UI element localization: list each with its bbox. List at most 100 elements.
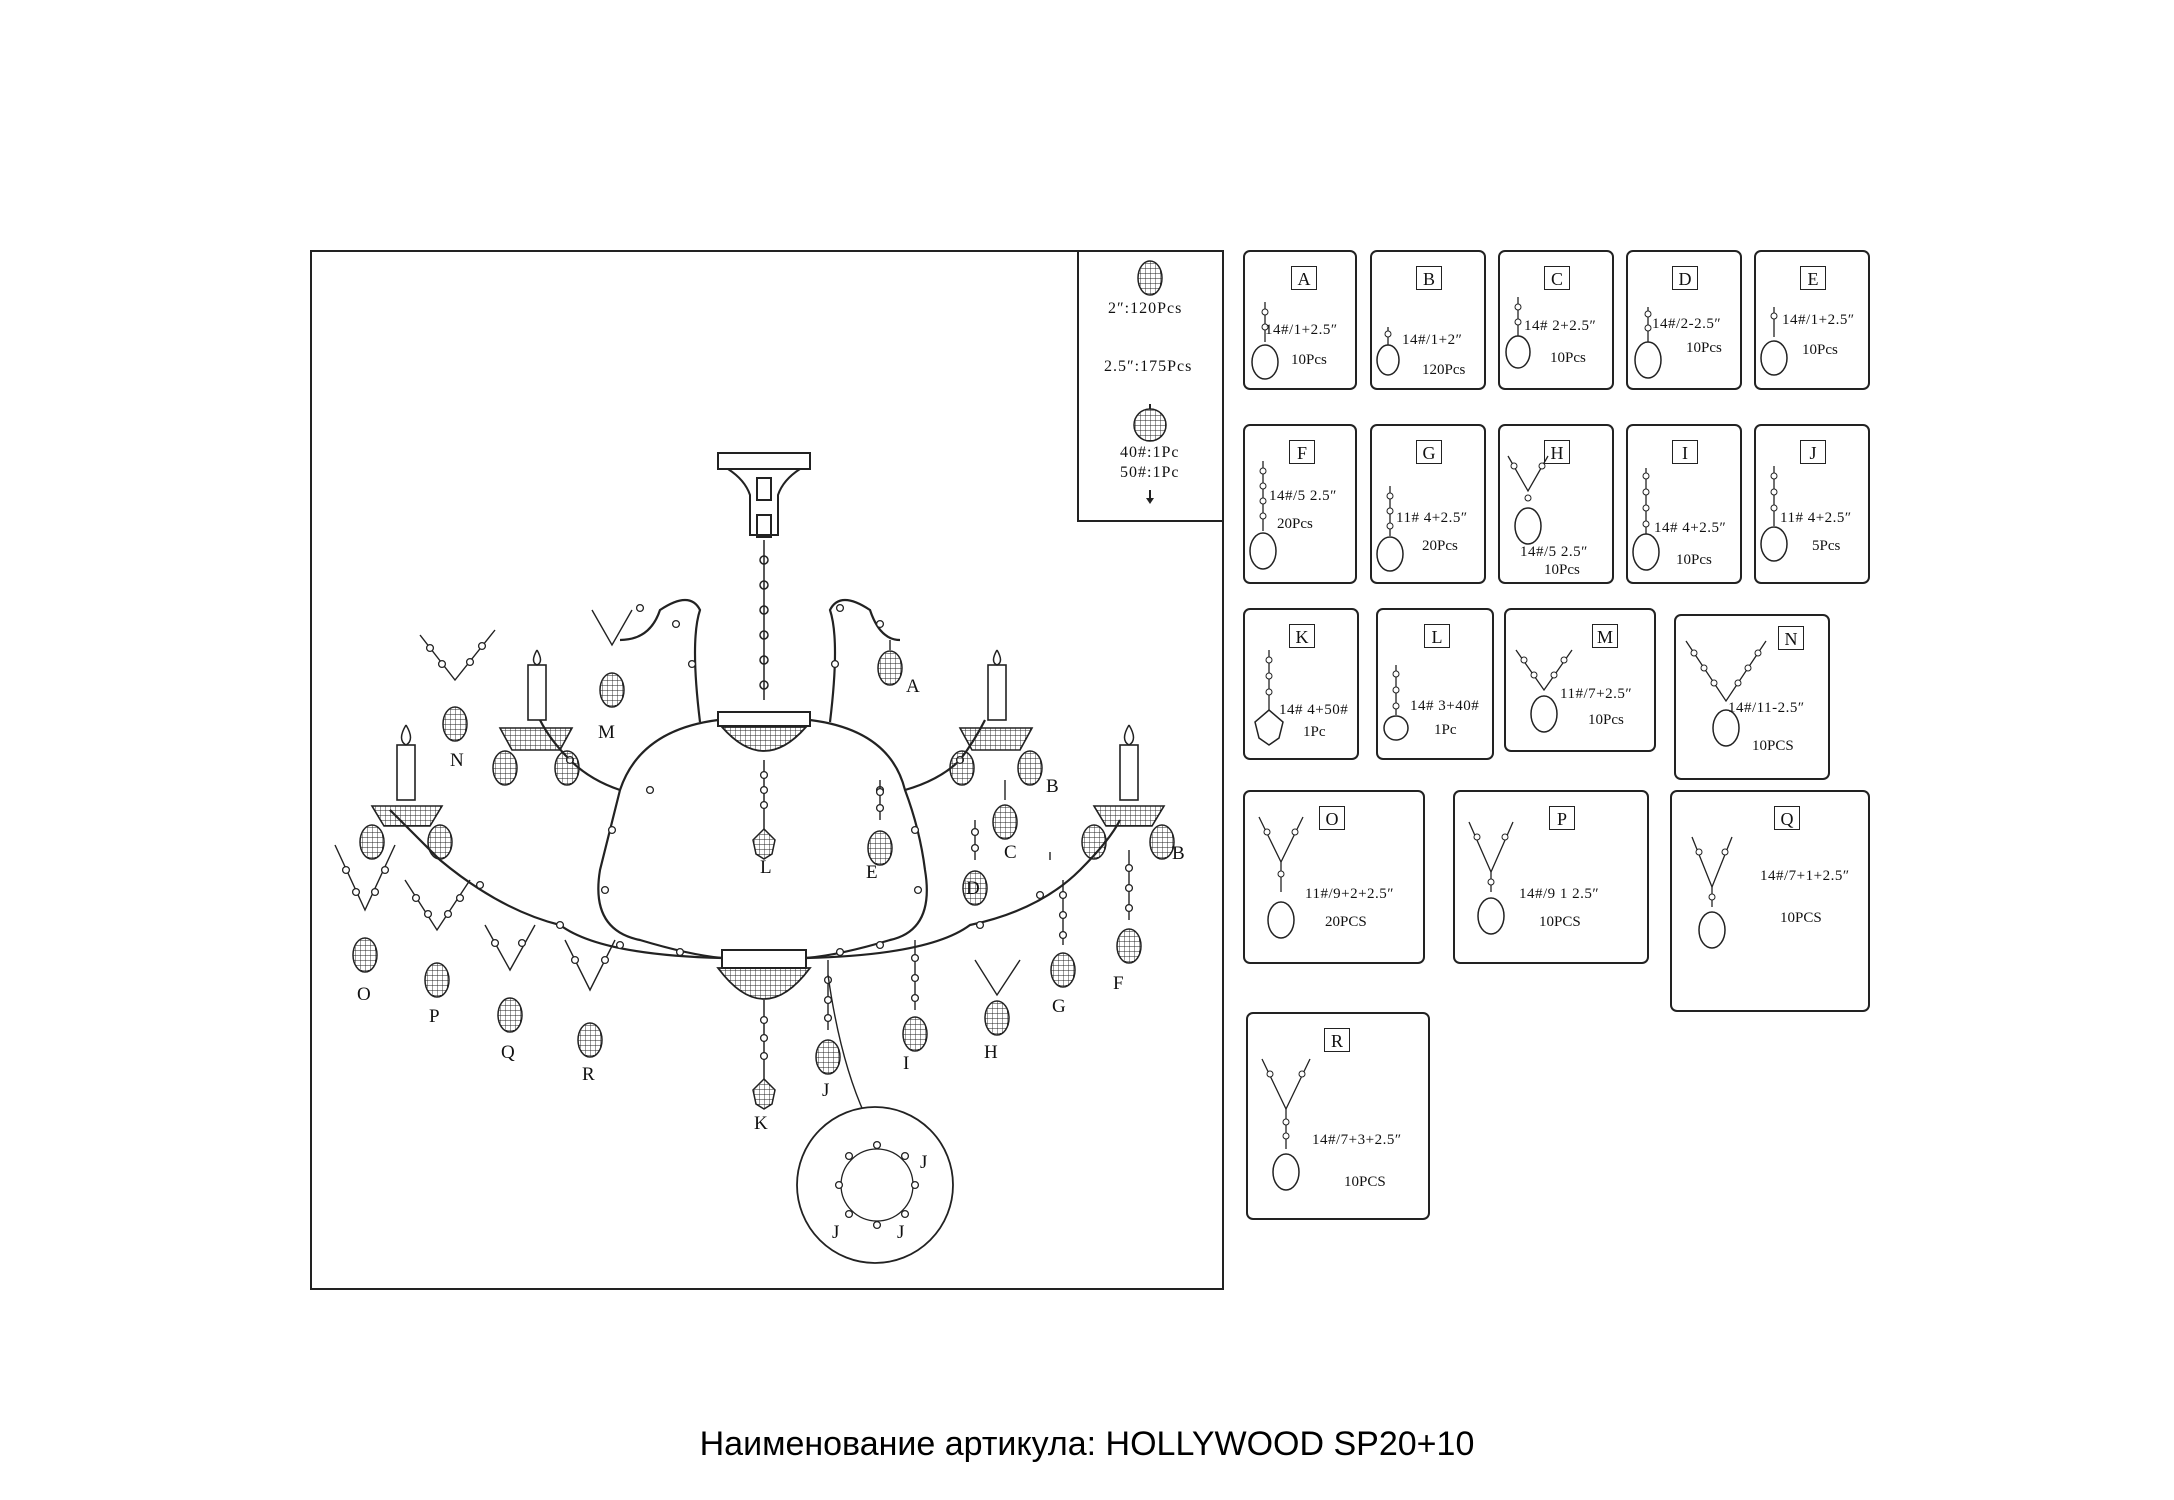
crystal-icon: [1760, 466, 1788, 562]
part-card-l: L 14# 3+40# 1Pc: [1376, 608, 1494, 760]
hanging-strands: [334, 609, 1142, 1075]
part-letter: H: [1544, 440, 1570, 464]
part-qty: 10Pcs: [1550, 350, 1586, 366]
j-detail-circle: [796, 974, 954, 1264]
part-qty: 10Pcs: [1802, 342, 1838, 358]
part-spec: 14#/1+2.5″: [1782, 312, 1855, 328]
crystal-icon: [1691, 836, 1733, 949]
part-qty: 5Pcs: [1812, 538, 1841, 554]
part-qty: 10Pcs: [1544, 562, 1580, 578]
part-card-f: F 14#/5 2.5″ 20Pcs: [1243, 424, 1357, 584]
part-letter: I: [1672, 440, 1698, 464]
part-qty: 20Pcs: [1422, 538, 1458, 554]
legend-drop-icon: [1137, 260, 1163, 296]
crystal-icon: [1254, 650, 1284, 746]
crystal-icon: [1376, 486, 1404, 572]
crystal-icon: [1634, 307, 1662, 379]
part-card-q: Q 14#/7+1+2.5″ 10PCS: [1670, 790, 1870, 1012]
candle-cups: [359, 649, 1175, 860]
part-qty: 20PCS: [1325, 914, 1367, 930]
part-card-p: P 14#/9 1 2.5″ 10PCS: [1453, 790, 1649, 964]
crystal-icon: [1249, 461, 1277, 570]
diagram-label-f: F: [1113, 973, 1124, 994]
legend-text-50: 50#:1Pc: [1120, 464, 1180, 481]
part-card-b: B 14#/1+2″ 120Pcs: [1370, 250, 1486, 390]
part-card-c: C 14# 2+2.5″ 10Pcs: [1498, 250, 1614, 390]
diagram-label-j-detail: J: [832, 1222, 840, 1243]
part-spec: 14# 4+50#: [1279, 702, 1349, 718]
part-letter: J: [1800, 440, 1826, 464]
chandelier-drawing-frame: [310, 250, 1224, 1290]
crystal-icon: [1376, 327, 1400, 376]
part-letter: R: [1324, 1028, 1350, 1052]
article-caption: Наименование артикула: HOLLYWOOD SP20+10: [699, 1425, 1475, 1463]
diagram-label-n: N: [450, 750, 464, 771]
crystal-icon: [1685, 640, 1767, 747]
part-letter: Q: [1774, 806, 1800, 830]
crystal-icon: [1505, 297, 1531, 369]
part-letter: L: [1424, 624, 1450, 648]
part-card-n: N 14#/11-2.5″ 10PCS: [1674, 614, 1830, 780]
part-letter: K: [1289, 624, 1315, 648]
crystal-icon: [1251, 302, 1279, 380]
part-letter: E: [1800, 266, 1826, 290]
lower-bowl: [716, 949, 812, 1110]
part-letter: D: [1672, 266, 1698, 290]
diagram-label-m: M: [598, 722, 615, 743]
part-card-i: I 14# 4+2.5″ 10Pcs: [1626, 424, 1742, 584]
crystal-icon: [1760, 307, 1788, 376]
part-qty: 120Pcs: [1422, 362, 1466, 378]
diagram-label-p: P: [429, 1006, 440, 1027]
diagram-label-q: Q: [501, 1042, 515, 1063]
part-spec: 14#/7+1+2.5″: [1760, 868, 1850, 884]
part-spec: 14#/5 2.5″: [1520, 544, 1588, 560]
legend-text-2-5in: 2.5″:175Pcs: [1104, 358, 1193, 375]
part-card-j: J 11# 4+2.5″ 5Pcs: [1754, 424, 1870, 584]
legend-text-2in: 2″:120Pcs: [1108, 300, 1183, 317]
part-letter: M: [1592, 624, 1618, 648]
part-spec: 14#/1+2″: [1402, 332, 1463, 348]
legend-box: [1077, 250, 1224, 522]
part-card-m: M 11#/7+2.5″ 10Pcs: [1504, 608, 1656, 752]
part-letter: B: [1416, 266, 1442, 290]
part-spec: 14# 3+40#: [1410, 698, 1480, 714]
diagram-label-k: K: [754, 1113, 768, 1134]
crystal-icon: [1507, 455, 1549, 545]
legend-text-40: 40#:1Pc: [1120, 444, 1180, 461]
diagram-label-j-detail: J: [897, 1222, 905, 1243]
part-qty: 10Pcs: [1291, 352, 1327, 368]
diagram-label-l: L: [760, 857, 772, 878]
diagram-label-j-detail: J: [920, 1152, 928, 1173]
canopy: [717, 452, 811, 538]
part-letter: A: [1291, 266, 1317, 290]
chain: [759, 540, 769, 700]
part-card-o: O 11#/9+2+2.5″ 20PCS: [1243, 790, 1425, 964]
crystal-icon: [1383, 665, 1409, 741]
crystal-icon: [1515, 649, 1573, 733]
diagram-label-i: I: [903, 1053, 910, 1074]
part-qty: 10Pcs: [1588, 712, 1624, 728]
part-card-g: G 11# 4+2.5″ 20Pcs: [1370, 424, 1486, 584]
part-letter: G: [1416, 440, 1442, 464]
diagram-label-o: O: [357, 984, 371, 1005]
crystal-icon: [1632, 468, 1660, 571]
part-qty: 10PCS: [1539, 914, 1581, 930]
part-card-a: A 14#/1+2.5″ 10Pcs: [1243, 250, 1357, 390]
part-spec: 14# 2+2.5″: [1524, 318, 1597, 334]
diagram-label-r: R: [582, 1064, 595, 1085]
part-qty: 20Pcs: [1277, 516, 1313, 532]
diagram-label-b: B: [1046, 776, 1059, 797]
part-card-r: R 14#/7+3+2.5″ 10PCS: [1246, 1012, 1430, 1220]
part-qty: 10Pcs: [1676, 552, 1712, 568]
crystal-icon: [1468, 821, 1514, 935]
part-letter: O: [1319, 806, 1345, 830]
part-spec: 14#/11-2.5″: [1728, 700, 1805, 716]
diagram-label-d: D: [966, 878, 980, 899]
diagram-label-c: C: [1004, 842, 1017, 863]
part-spec: 14# 4+2.5″: [1654, 520, 1727, 536]
diagram-label-j: J: [822, 1080, 830, 1101]
part-spec: 11# 4+2.5″: [1396, 510, 1468, 526]
crystal-icon: [1258, 816, 1304, 939]
diagram-label-b: B: [1172, 843, 1185, 864]
